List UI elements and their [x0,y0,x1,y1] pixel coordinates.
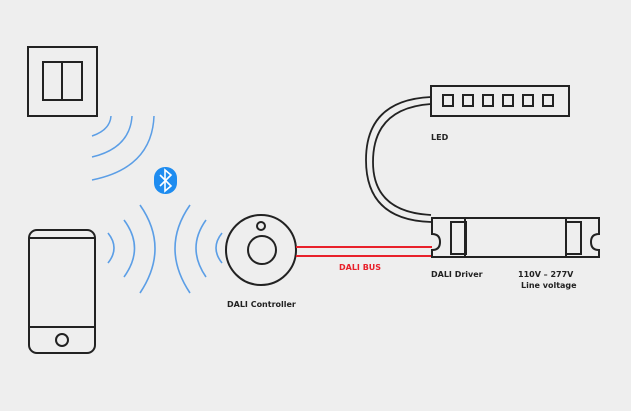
dali-driver-label: DALI Driver [431,270,483,279]
smartphone-icon [28,229,96,354]
line-voltage-label: Line voltage [521,281,577,290]
dali-controller-icon [225,214,297,286]
dali-bus-line [296,246,432,257]
dali-driver-icon [431,217,600,258]
dali-controller-label: DALI Controller [227,300,296,309]
led-label: LED [431,133,449,142]
switch-wave-icon [91,115,155,181]
voltage-label: 110V – 277V [518,270,574,279]
phone-wave-icon [107,204,156,294]
led-strip-icon [430,85,570,117]
controller-wave-icon [174,204,223,294]
dali-bus-label: DALI BUS [339,263,382,272]
wall-switch-icon [27,46,98,117]
bluetooth-icon [154,167,177,194]
led-cable [365,96,432,223]
